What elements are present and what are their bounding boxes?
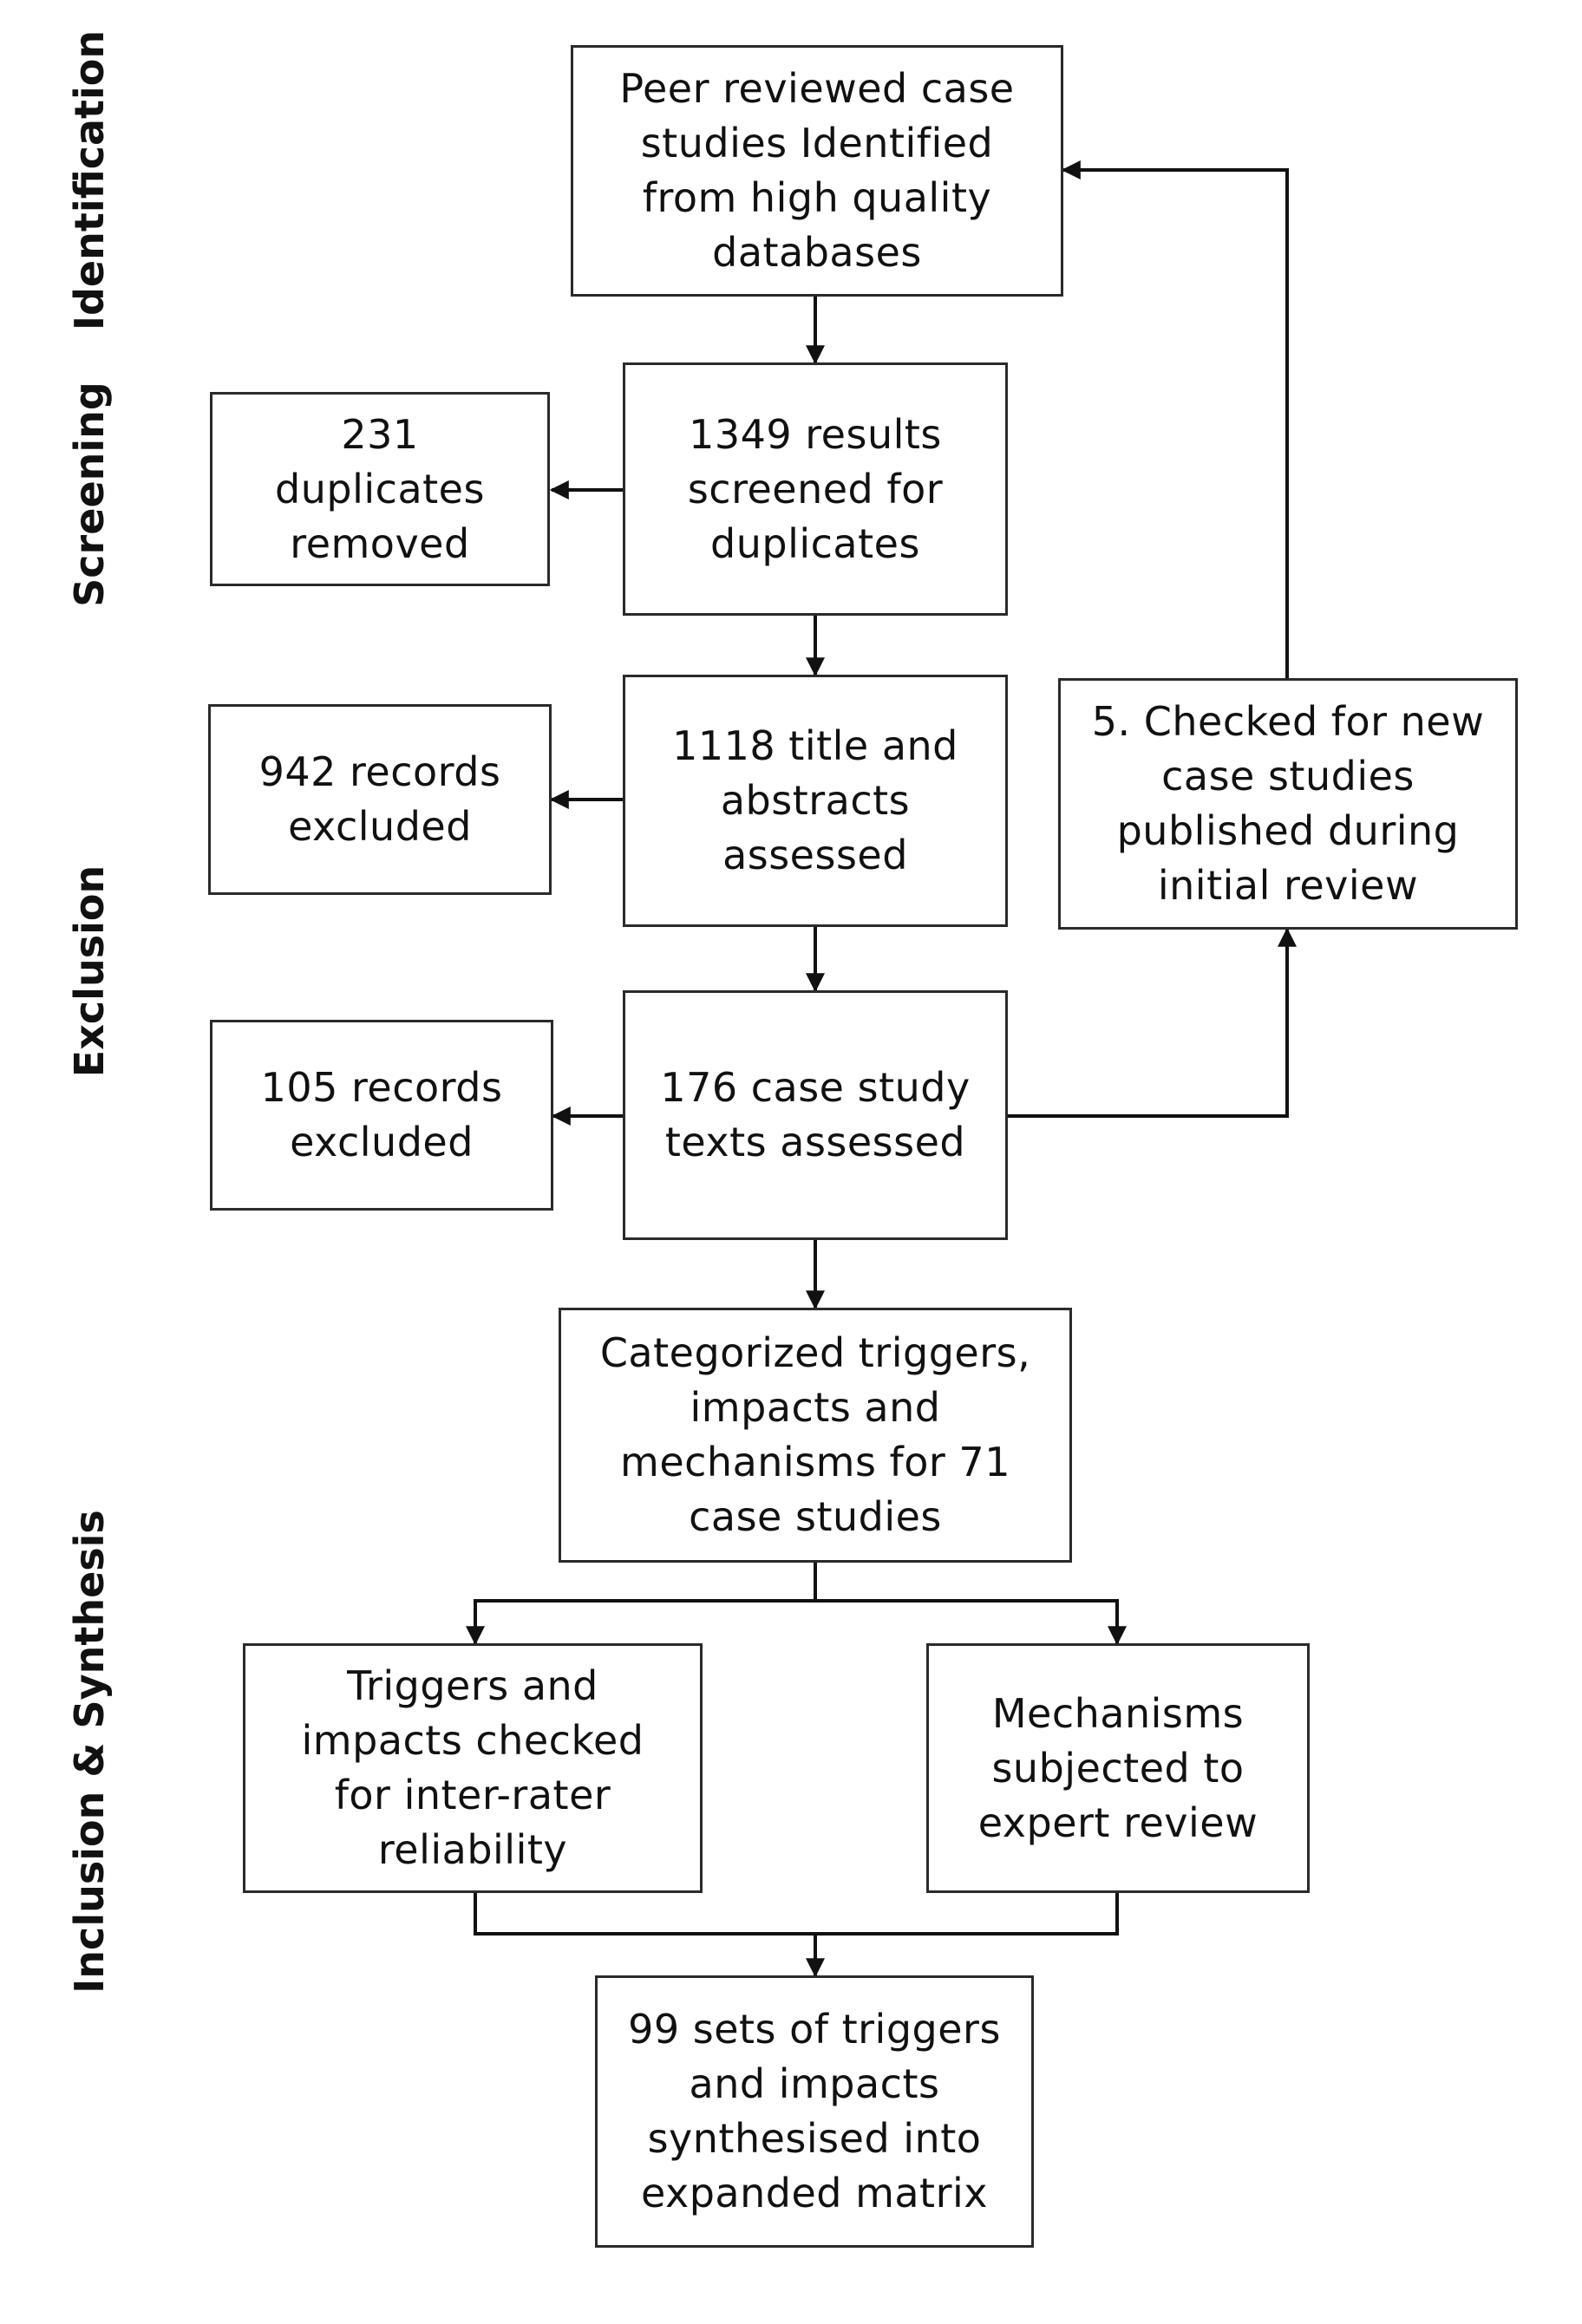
box-screened-for-duplicates: 1349 results screened for duplicates xyxy=(623,362,1008,616)
box-duplicates-removed-text: 231 duplicates removed xyxy=(275,410,485,567)
box-expanded-matrix-text: 99 sets of triggers and impacts synthesi… xyxy=(628,2006,1001,2216)
box-expanded-matrix: 99 sets of triggers and impacts synthesi… xyxy=(595,1975,1034,2248)
box-duplicates-removed: 231 duplicates removed xyxy=(210,392,550,586)
arrow-categorized-split-right xyxy=(815,1599,1127,1646)
box-inter-rater-reliability: Triggers and impacts checked for inter-r… xyxy=(243,1643,703,1893)
box-expert-review-text: Mechanisms subjected to expert review xyxy=(977,1689,1258,1846)
box-records-excluded-942-text: 942 records excluded xyxy=(258,748,501,850)
arrow-expert-review-merge xyxy=(815,1893,1119,1936)
box-records-excluded-105-text: 105 records excluded xyxy=(260,1064,503,1165)
arrow-texts-assessed-to-new-case-studies xyxy=(1008,927,1297,1118)
box-inter-rater-reliability-text: Triggers and impacts checked for inter-r… xyxy=(301,1662,644,1873)
arrow-inter-rater-merge xyxy=(474,1893,825,1978)
box-title-abstracts-assessed-text: 1118 title and abstracts assessed xyxy=(672,722,958,878)
box-records-excluded-105: 105 records excluded xyxy=(210,1020,553,1211)
box-expert-review: Mechanisms subjected to expert review xyxy=(926,1643,1310,1893)
box-case-study-texts-assessed: 176 case study texts assessed xyxy=(623,990,1008,1240)
arrow-categorized-split-left xyxy=(466,1563,817,1646)
box-title-abstracts-assessed: 1118 title and abstracts assessed xyxy=(623,675,1008,927)
box-identified-records-text: Peer reviewed case studies Identified fr… xyxy=(619,65,1015,276)
box-identified-records: Peer reviewed case studies Identified fr… xyxy=(571,45,1063,297)
box-categorized-case-studies: Categorized triggers, impacts and mechan… xyxy=(559,1308,1072,1563)
box-new-case-studies-check-text: 5. Checked for new case studies publishe… xyxy=(1091,698,1485,909)
box-screened-for-duplicates-text: 1349 results screened for duplicates xyxy=(687,410,944,567)
box-new-case-studies-check: 5. Checked for new case studies publishe… xyxy=(1058,678,1518,930)
box-records-excluded-942: 942 records excluded xyxy=(208,704,552,895)
box-categorized-case-studies-text: Categorized triggers, impacts and mechan… xyxy=(599,1329,1031,1540)
arrow-new-case-studies-to-identified xyxy=(1061,160,1289,678)
box-case-study-texts-assessed-text: 176 case study texts assessed xyxy=(660,1064,971,1165)
